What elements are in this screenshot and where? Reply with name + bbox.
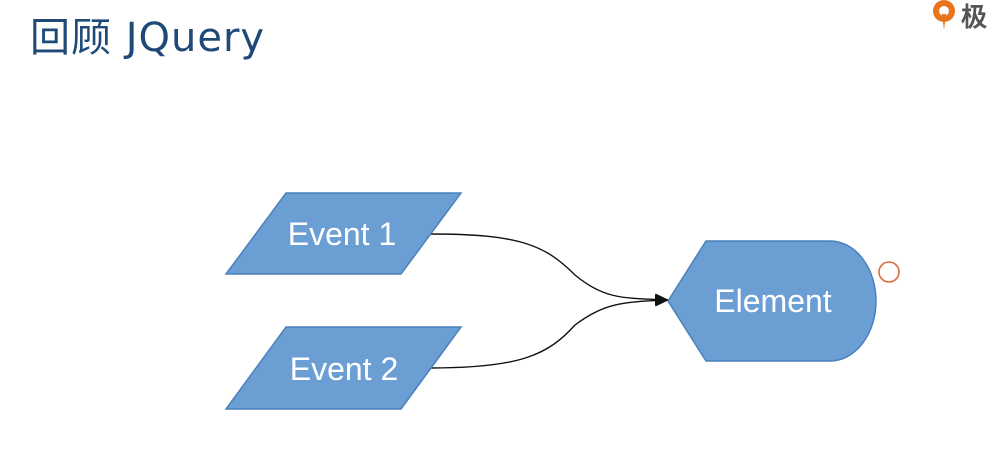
logo-text: 极 <box>961 3 988 33</box>
node-event-1-label: Event 1 <box>288 216 397 252</box>
brand-logo-icon: 极 <box>933 0 988 33</box>
node-element: Element <box>667 240 877 362</box>
node-element-label: Element <box>714 283 832 319</box>
node-event-1: Event 1 <box>224 192 463 275</box>
node-event-2: Event 2 <box>224 326 463 410</box>
edge-event-1-to-element <box>429 233 669 306</box>
node-event-2-label: Event 2 <box>290 351 399 387</box>
connector-handle[interactable] <box>878 261 900 283</box>
slide-title: 回顾 JQuery <box>30 15 266 61</box>
edge-event-2-to-element <box>429 294 669 369</box>
